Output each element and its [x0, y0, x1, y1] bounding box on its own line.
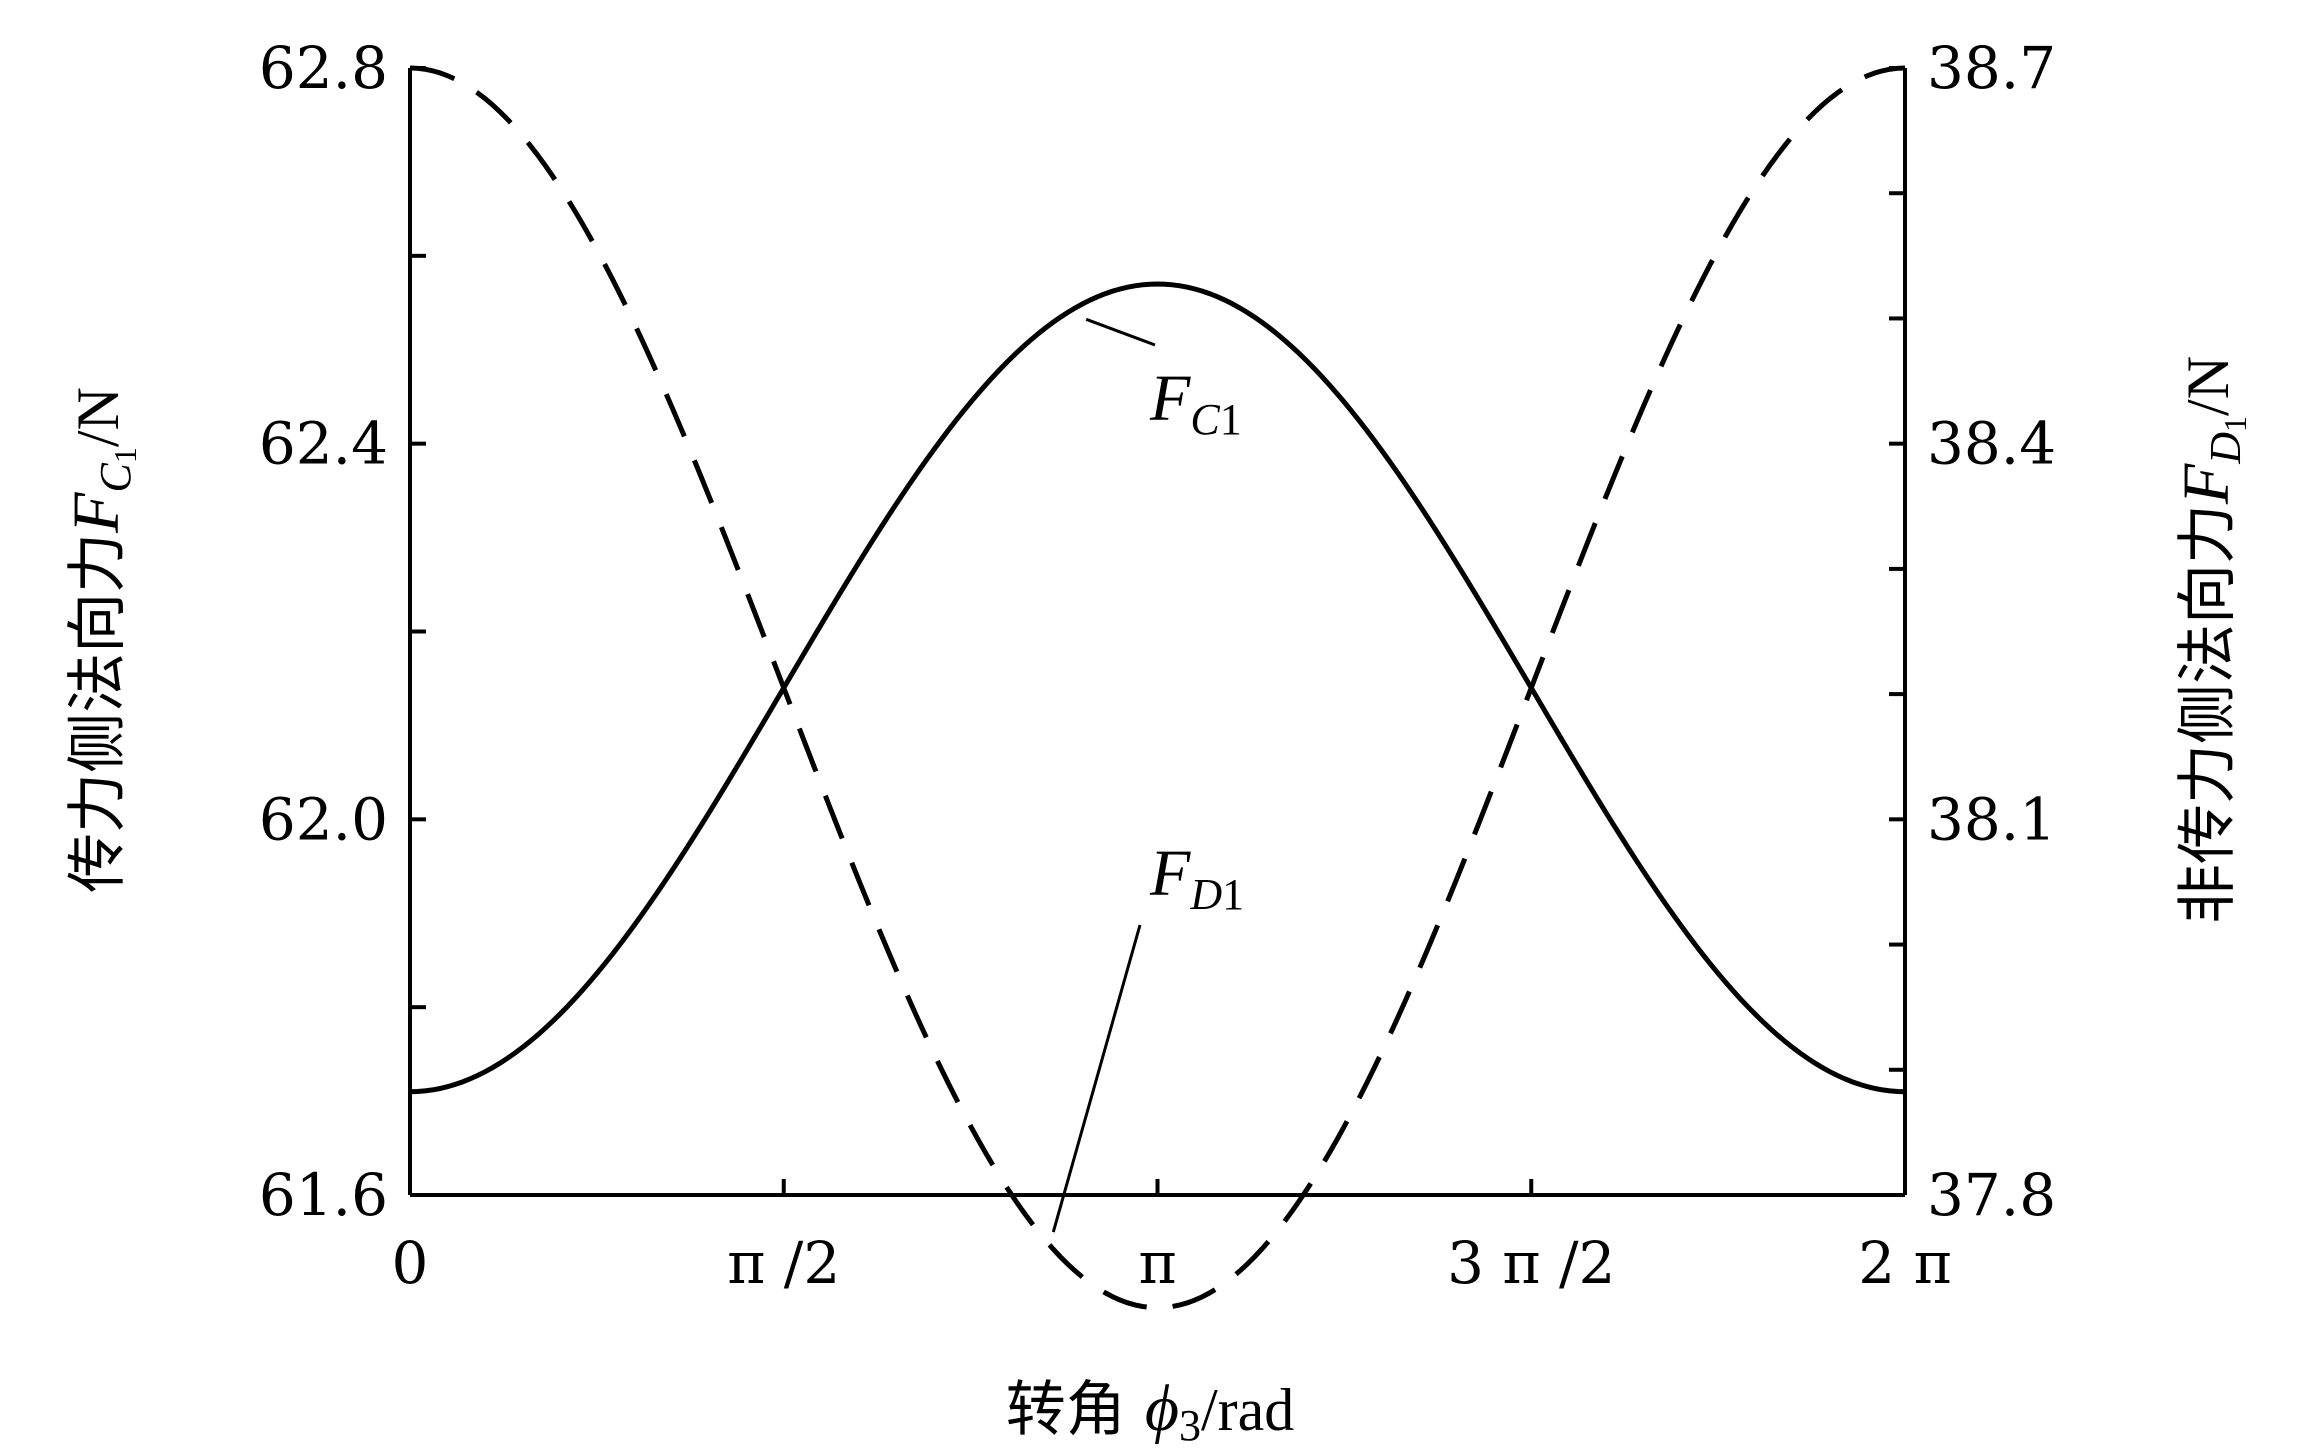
y-right-title-symbol: F — [2170, 463, 2243, 505]
y-left-title-sub2: 1 — [107, 447, 143, 463]
y-left-tick-label: 62.8 — [259, 34, 388, 102]
annotation-fd1: FD1 — [1149, 837, 1244, 919]
y-left-title-unit: /N — [65, 387, 131, 447]
annotation-fc1-sub1: C — [1190, 395, 1220, 444]
annotation-fd1-sub2: 1 — [1222, 870, 1244, 919]
y-right-title-unit: /N — [2175, 356, 2241, 416]
y-right-title-sub2: 1 — [2217, 416, 2253, 432]
x-tick-label: π /2 — [727, 1229, 840, 1297]
y-left-title-prefix: 传力侧法向力 — [63, 533, 133, 893]
annotations — [1051, 317, 1156, 1233]
annotation-fd1-sub1: D — [1189, 870, 1222, 919]
y-right-tick-label: 38.7 — [1927, 34, 2056, 102]
ticks: 61.6 62.0 62.4 62.8 37.8 38.1 38.4 38.7 0 π /2 π 3 … — [259, 34, 2056, 1297]
series-fd1-line — [409, 65, 1906, 1311]
y-right-tick-label: 38.1 — [1927, 785, 2056, 853]
y-right-title-prefix: 非传力侧法向力 — [2173, 504, 2243, 924]
leader-line-fd1 — [1051, 924, 1142, 1233]
y-right-title-sub1: D — [2201, 432, 2250, 465]
x-tick-label: 3 π /2 — [1447, 1229, 1615, 1297]
y-left-axis-title: 传力侧法向力FC1/N — [60, 387, 143, 893]
y-left-tick-label: 62.4 — [259, 410, 388, 478]
y-left-tick-label: 62.0 — [259, 785, 388, 853]
series-fc1-line — [409, 281, 1906, 1095]
annotation-fc1: FC1 — [1149, 362, 1242, 444]
x-axis-title: 转角 ϕ3/rad — [1006, 1372, 1295, 1450]
x-axis-title-subscript: 3 — [1179, 1401, 1201, 1450]
annotation-fc1-symbol: F — [1149, 362, 1191, 435]
x-tick-label: 0 — [392, 1229, 429, 1297]
y-right-tick-label: 37.8 — [1927, 1161, 2056, 1229]
x-axis-title-symbol: ϕ — [1145, 1372, 1179, 1445]
leader-line-fc1 — [1085, 317, 1156, 347]
series-group — [409, 65, 1906, 1311]
annotation-fd1-symbol: F — [1149, 837, 1191, 910]
y-left-title-sub1: C — [91, 463, 140, 493]
annotation-fc1-sub2: 1 — [1220, 395, 1242, 444]
x-tick-label: 2 π — [1858, 1229, 1951, 1297]
y-left-title-symbol: F — [60, 492, 133, 534]
y-left-tick-label: 61.6 — [259, 1161, 388, 1229]
axes — [408, 68, 1907, 1197]
x-axis-title-unit: /rad — [1201, 1377, 1294, 1443]
x-tick-label: π — [1138, 1229, 1176, 1297]
x-axis-title-prefix: 转角 — [1006, 1375, 1145, 1445]
y-right-axis-title: 非传力侧法向力FD1/N — [2170, 356, 2253, 924]
y-right-tick-label: 38.4 — [1927, 410, 2056, 478]
